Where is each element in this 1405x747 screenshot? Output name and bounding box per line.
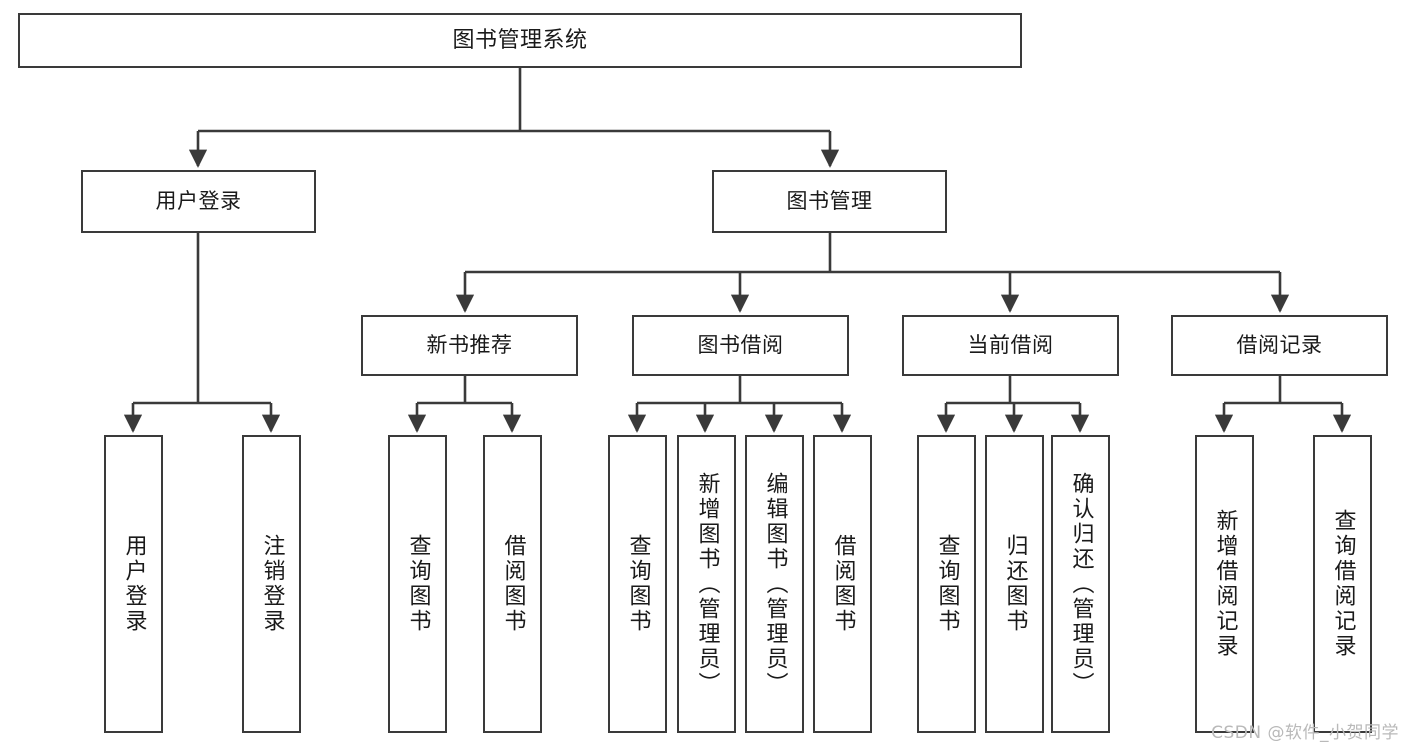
node-label: 查询图书: [625, 534, 651, 634]
leaf-query-book-borrow[interactable]: 查询图书: [608, 435, 667, 733]
leaf-edit-book-admin[interactable]: 编辑图书（管理员）: [745, 435, 804, 733]
node-label: 注销登录: [259, 534, 285, 634]
node-label: 借阅图书: [830, 534, 856, 634]
node-current-borrow[interactable]: 当前借阅: [902, 315, 1119, 376]
leaf-add-book-admin[interactable]: 新增图书（管理员）: [677, 435, 736, 733]
node-label: 编辑图书（管理员）: [762, 471, 788, 697]
node-label: 查询图书: [934, 534, 960, 634]
node-book-management-system[interactable]: 图书管理系统: [18, 13, 1022, 68]
leaf-add-borrow-record[interactable]: 新增借阅记录: [1195, 435, 1254, 733]
node-label: 当前借阅: [967, 333, 1054, 358]
node-label: 新增借阅记录: [1212, 509, 1238, 659]
leaf-borrow-book-recommend[interactable]: 借阅图书: [483, 435, 542, 733]
node-label: 新增图书（管理员）: [694, 471, 720, 697]
node-label: 图书管理: [786, 189, 873, 214]
leaf-user-login[interactable]: 用户登录: [104, 435, 163, 733]
node-label: 借阅图书: [500, 534, 526, 634]
node-label: 确认归还（管理员）: [1068, 471, 1094, 697]
leaf-borrow-book[interactable]: 借阅图书: [813, 435, 872, 733]
node-label: 用户登录: [155, 189, 242, 214]
node-label: 图书借阅: [697, 333, 784, 358]
node-label: 新书推荐: [426, 333, 513, 358]
node-label: 查询借阅记录: [1330, 509, 1356, 659]
leaf-query-book-recommend[interactable]: 查询图书: [388, 435, 447, 733]
node-new-book-recommend[interactable]: 新书推荐: [361, 315, 578, 376]
leaf-query-book-current[interactable]: 查询图书: [917, 435, 976, 733]
node-label: 归还图书: [1002, 534, 1028, 634]
node-book-management[interactable]: 图书管理: [712, 170, 947, 233]
leaf-query-borrow-record[interactable]: 查询借阅记录: [1313, 435, 1372, 733]
leaf-logout[interactable]: 注销登录: [242, 435, 301, 733]
node-borrow-record[interactable]: 借阅记录: [1171, 315, 1388, 376]
watermark-text: CSDN @软件_小贺同学: [1211, 723, 1399, 743]
node-label: 查询图书: [405, 534, 431, 634]
node-label: 借阅记录: [1236, 333, 1323, 358]
leaf-return-book[interactable]: 归还图书: [985, 435, 1044, 733]
node-user-login[interactable]: 用户登录: [81, 170, 316, 233]
node-book-borrow[interactable]: 图书借阅: [632, 315, 849, 376]
leaf-confirm-return-admin[interactable]: 确认归还（管理员）: [1051, 435, 1110, 733]
node-label: 用户登录: [121, 534, 147, 634]
node-label: 图书管理系统: [452, 27, 588, 53]
